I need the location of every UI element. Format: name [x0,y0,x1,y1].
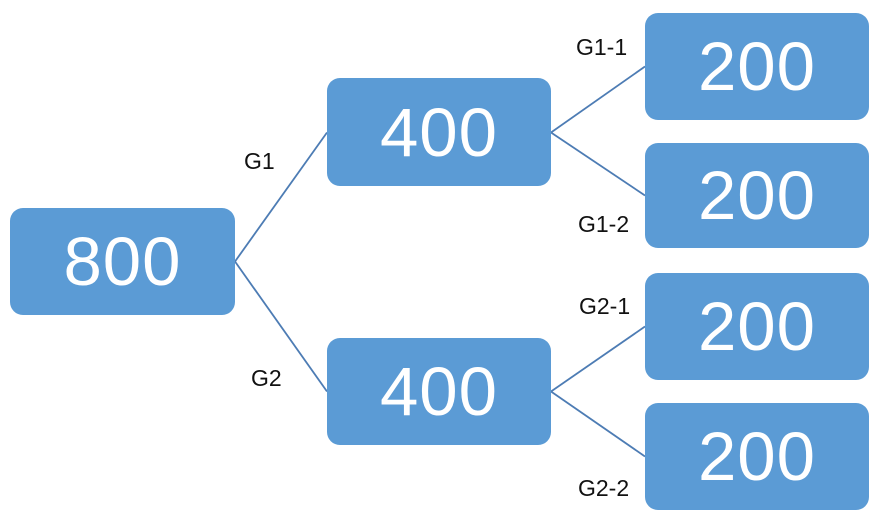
edge-label-g2-1: G2-1 [579,293,631,319]
connector-root-g2 [234,260,328,393]
edge-label-g1: G1 [244,148,275,174]
node-g2-400: 400 [327,338,551,445]
edge-label-g1-2: G1-2 [578,211,630,237]
node-root-800: 800 [10,208,235,315]
connector-root-g1 [234,131,328,263]
node-g1-1-200: 200 [645,13,869,120]
node-g1-400: 400 [327,78,551,186]
connector-g1-g1-1 [550,65,646,134]
node-g1-2-200: 200 [645,143,869,248]
connector-g2-g2-1 [550,325,646,393]
connector-g2-g2-2 [550,390,646,458]
node-g2-2-200: 200 [645,403,869,510]
connector-g1-g1-2 [550,131,646,197]
node-g2-1-200: 200 [645,273,869,380]
edge-label-g2: G2 [251,365,282,391]
edge-label-g1-1: G1-1 [576,34,628,60]
edge-label-g2-2: G2-2 [578,475,630,501]
